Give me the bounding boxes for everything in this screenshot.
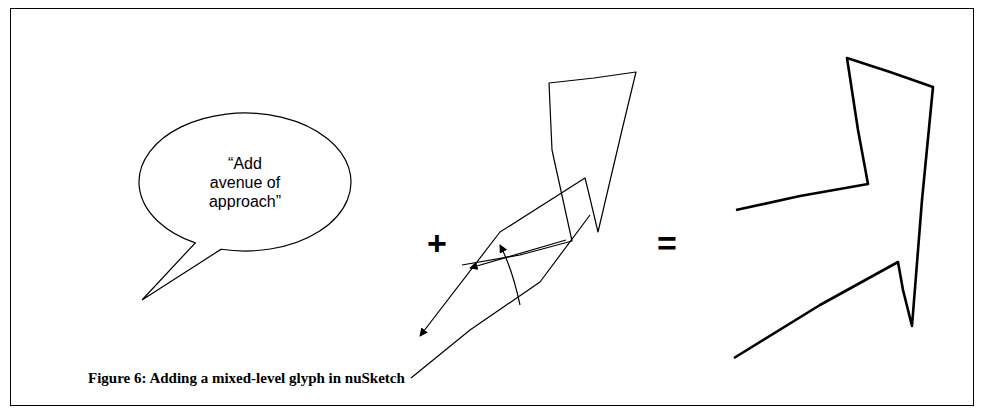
recognized-glyph (734, 58, 933, 358)
operator-sign: + (427, 225, 447, 261)
bubble-shape (139, 113, 351, 300)
figure-caption: Figure 6: Adding a mixed-level glyph in … (88, 370, 405, 387)
bubble-text: “Add avenue of approach” (205, 154, 285, 211)
operator-sign: = (657, 225, 677, 261)
speech-bubble: “Add avenue of approach” (138, 112, 352, 252)
raw-sketch (411, 72, 636, 378)
